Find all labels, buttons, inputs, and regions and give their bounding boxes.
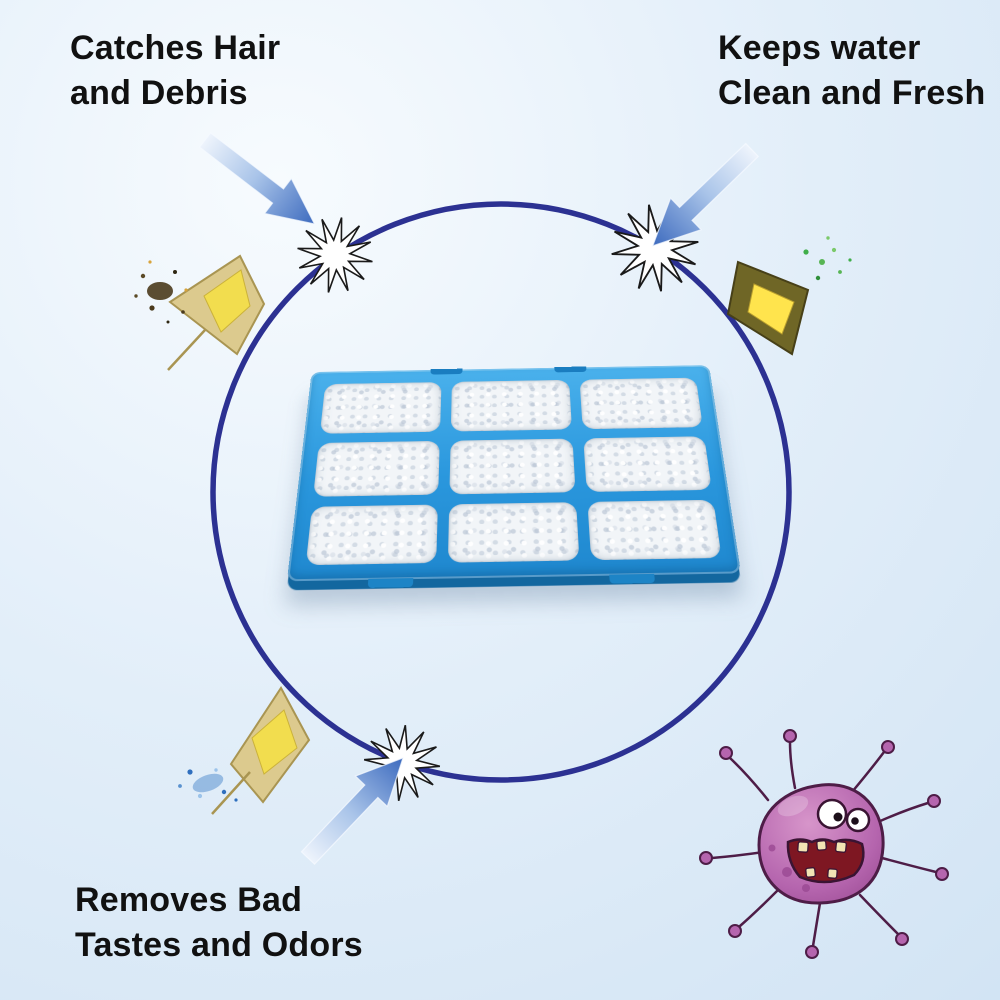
label-line: Catches Hair	[70, 29, 281, 67]
filter-pad	[451, 379, 572, 432]
frame-tab	[609, 573, 656, 584]
label-line: and Debris	[70, 73, 248, 112]
impact-burst-top-left-icon	[290, 210, 380, 300]
debris-kite-bottom-left-icon	[211, 686, 311, 815]
arrow-top-right-icon	[636, 133, 768, 263]
feature-ring-icon	[210, 201, 792, 783]
label-keeps-water-clean: Keeps water Clean and Fresh	[718, 26, 986, 116]
frame-tab	[368, 578, 414, 588]
label-line: Keeps water	[718, 29, 921, 67]
label-line: Clean and Fresh	[718, 73, 986, 112]
arrow-top-left-icon	[191, 121, 329, 243]
dirt-speckles-top-left-icon	[134, 260, 188, 324]
filter-pad	[587, 499, 722, 561]
frame-notch	[430, 368, 463, 375]
dirt-speckles-bottom-left-icon	[178, 768, 238, 802]
filter-pad	[448, 502, 580, 563]
filter-pad	[579, 377, 703, 430]
label-line: Tastes and Odors	[75, 925, 363, 964]
filter-frame	[286, 365, 742, 588]
label-catches-hair-debris: Catches Hair and Debris	[70, 26, 280, 116]
arrow-bottom-icon	[291, 742, 420, 874]
filter-pad	[319, 382, 442, 434]
filter-pad	[313, 440, 441, 497]
label-removes-bad-tastes: Removes Bad Tastes and Odors	[75, 878, 363, 968]
filter-pad	[305, 504, 439, 566]
frame-notch	[553, 366, 587, 373]
dirt-speckles-top-right-icon	[803, 236, 852, 281]
label-line: Removes Bad	[75, 881, 303, 919]
germ-icon	[699, 729, 949, 959]
debris-kite-top-left-icon	[167, 254, 266, 371]
debris-kite-top-right-icon	[726, 260, 810, 356]
filter-cartridge	[286, 346, 742, 591]
filter-pad	[582, 436, 712, 493]
filter-pad	[449, 438, 576, 495]
